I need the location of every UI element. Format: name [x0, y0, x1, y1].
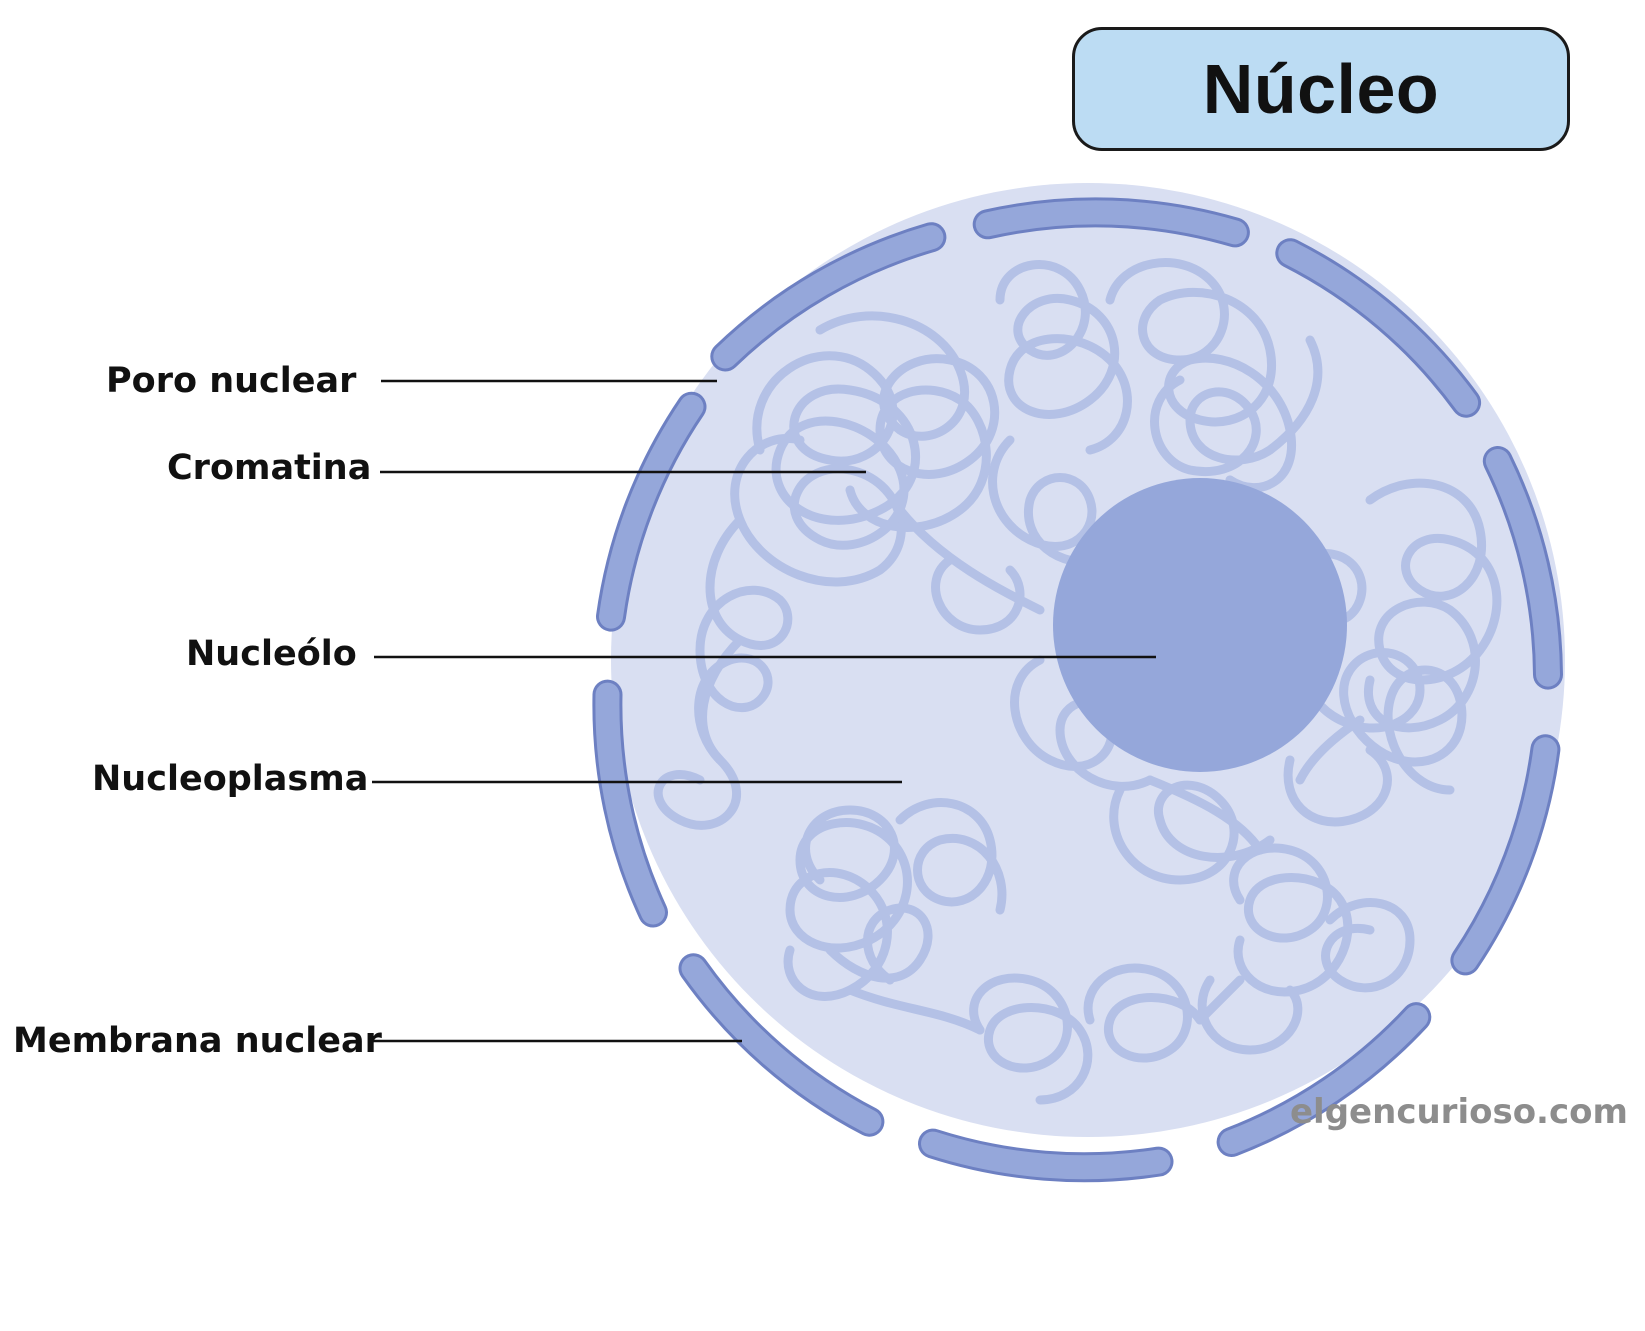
- chromatin: [653, 258, 1502, 1105]
- label-cromatina: Cromatina: [167, 448, 372, 488]
- diagram-title: Núcleo: [1202, 50, 1440, 128]
- membrane-segment-fill: [975, 200, 1247, 245]
- label-membrana-nuclear: Membrana nuclear: [13, 1021, 382, 1061]
- membrane-segment-fill: [1219, 1005, 1429, 1154]
- membrane-segment-fill: [595, 682, 665, 925]
- leader-lines: [369, 379, 1156, 1043]
- nucleolus: [1053, 478, 1347, 772]
- membrane-segment-fill: [1278, 241, 1479, 415]
- membrane-segment-fill: [1485, 449, 1560, 687]
- membrane-segment-fill: [921, 1131, 1171, 1180]
- title-box: Núcleo: [1072, 27, 1570, 151]
- membrane-segment-fill: [713, 225, 944, 369]
- membrane-fill: [595, 200, 1560, 1180]
- label-nucleoplasma: Nucleoplasma: [92, 759, 369, 799]
- watermark: elgencurioso.com: [1290, 1092, 1628, 1132]
- membrane-segment-fill: [1453, 737, 1558, 973]
- label-poro-nuclear: Poro nuclear: [106, 361, 357, 401]
- membrane-segment-fill: [681, 956, 882, 1134]
- membrane-segment-fill: [599, 394, 704, 629]
- label-nucleolo: Nucleólo: [186, 634, 357, 674]
